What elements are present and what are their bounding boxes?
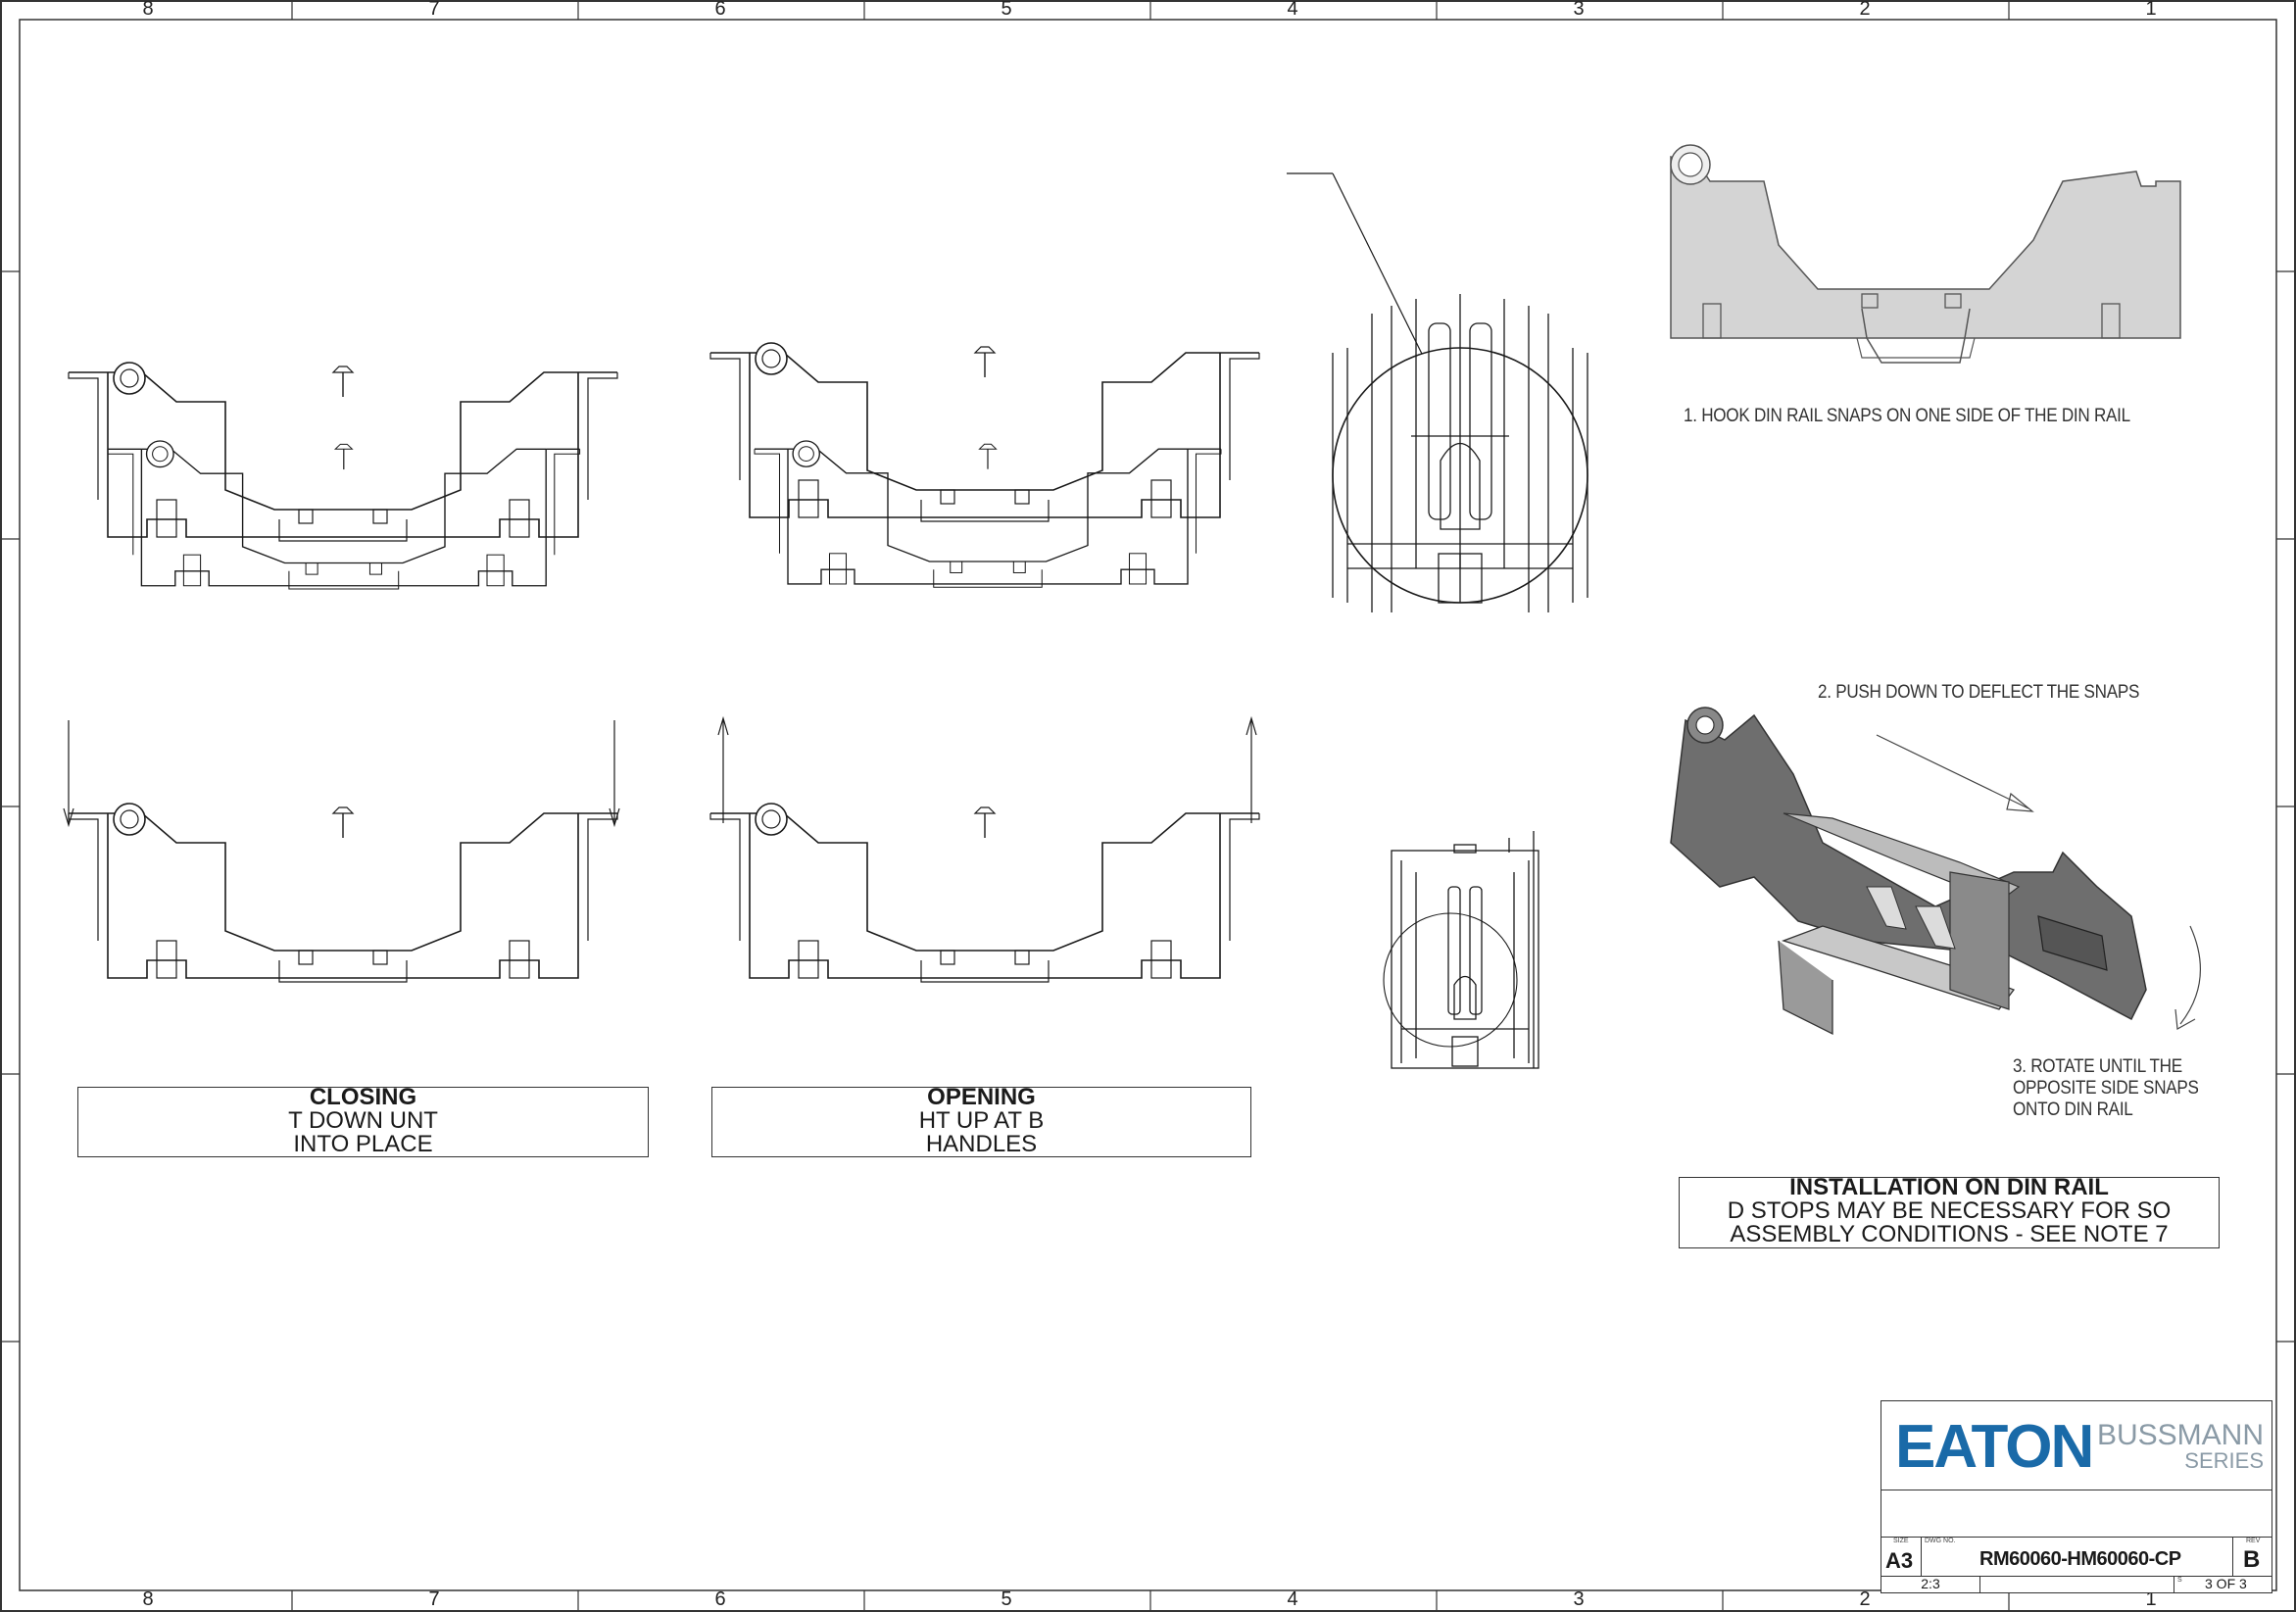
closing-top-view [68,362,618,590]
zone-bottom-3: 3 [1573,1588,1585,1610]
dwg-no-value: RM60060-HM60060-CP [1979,1548,2181,1570]
step3-line3: ONTO DIN RAIL [2013,1099,2133,1120]
closing-line2: INTO PLACE [293,1131,433,1157]
eaton-logo: EATON [1895,1413,2094,1481]
installation-title: INSTALLATION ON DIN RAIL [1789,1174,2109,1200]
closing-title: CLOSING [309,1084,417,1110]
size-label: SIZE [1893,1538,1909,1544]
rev-value: B [2243,1546,2261,1573]
blank-area [1881,1490,2272,1538]
title-block: EATON BUSSMANN SERIES SIZE A3 DWG NO. RM… [1881,1400,2272,1593]
closing-line1: T DOWN UNT [288,1107,438,1134]
sheet-label-cell: S [2174,1576,2194,1592]
scale-value: 2:3 [1881,1576,1980,1592]
step3-callout: 3. ROTATE UNTIL THE OPPOSITE SIDE SNAPS … [2013,1056,2199,1121]
sheet-value: 3 OF 3 [2205,1576,2247,1591]
zone-top-3: 3 [1573,0,1585,20]
step1-illustration [1670,144,2181,364]
closing-note: CLOSING T DOWN UNT INTO PLACE [77,1084,649,1157]
zone-bottom-1: 1 [2145,1588,2157,1610]
zone-bottom-2: 2 [1859,1588,1871,1610]
dwg-no-label: DWG NO. [1925,1538,1956,1544]
series-label: SERIES [2184,1448,2264,1473]
step2-callout: 2. PUSH DOWN TO DEFLECT THE SNAPS [1818,682,2140,703]
zone-bottom-6: 6 [714,1588,726,1610]
opening-line1: HT UP AT B [918,1107,1045,1134]
bussmann-label: BUSSMANN [2096,1419,2264,1451]
size-value: A3 [1885,1548,1914,1573]
scale-row: 2:3 S 3 OF 3 [1881,1576,2272,1592]
installation-line2: ASSEMBLY CONDITIONS - SEE NOTE 7 [1730,1221,2169,1247]
opening-arrows [717,715,1257,823]
opening-note: OPENING HT UP AT B HANDLES [711,1084,1251,1157]
step1-callout: 1. HOOK DIN RAIL SNAPS ON ONE SIDE OF TH… [1684,406,2130,426]
zone-top-7: 7 [428,0,440,20]
opening-title: OPENING [927,1084,1036,1110]
zone-top-4: 4 [1287,0,1298,20]
zone-bottom-7: 7 [428,1588,440,1610]
front-view-small [1383,831,1539,1069]
zone-top-1: 1 [2145,0,2157,20]
dwg-no-cell: DWG NO. RM60060-HM60060-CP [1921,1537,2233,1576]
sheet-label: S [2177,1577,2182,1584]
step23-illustration [1670,707,2201,1036]
detail-magnified-view [1287,172,1588,612]
zone-top-6: 6 [714,0,726,20]
zone-bottom-4: 4 [1287,1588,1298,1610]
step3-line2: OPPOSITE SIDE SNAPS [2013,1078,2199,1099]
brand-area: EATON BUSSMANN SERIES [1881,1401,2272,1490]
closing-arrows [63,720,620,828]
installation-note: INSTALLATION ON DIN RAIL D STOPS MAY BE … [1679,1174,2220,1248]
installation-line1: D STOPS MAY BE NECESSARY FOR SO [1727,1197,2172,1224]
zone-bottom-8: 8 [142,1588,154,1610]
dwg-row: SIZE A3 DWG NO. RM60060-HM60060-CP REV B [1881,1537,2272,1577]
opening-top-view [709,342,1260,588]
rev-cell: REV B [2232,1537,2272,1576]
opening-bottom-view [709,803,1260,983]
zone-top-5: 5 [1001,0,1012,20]
zone-top-2: 2 [1859,0,1871,20]
step3-line1: 3. ROTATE UNTIL THE [2013,1056,2182,1077]
size-cell: SIZE A3 [1881,1537,1922,1576]
closing-bottom-view [68,803,618,983]
rev-label: REV [2246,1538,2261,1544]
opening-line2: HANDLES [925,1131,1038,1157]
zone-top-8: 8 [142,0,154,20]
zone-bottom-5: 5 [1001,1588,1012,1610]
